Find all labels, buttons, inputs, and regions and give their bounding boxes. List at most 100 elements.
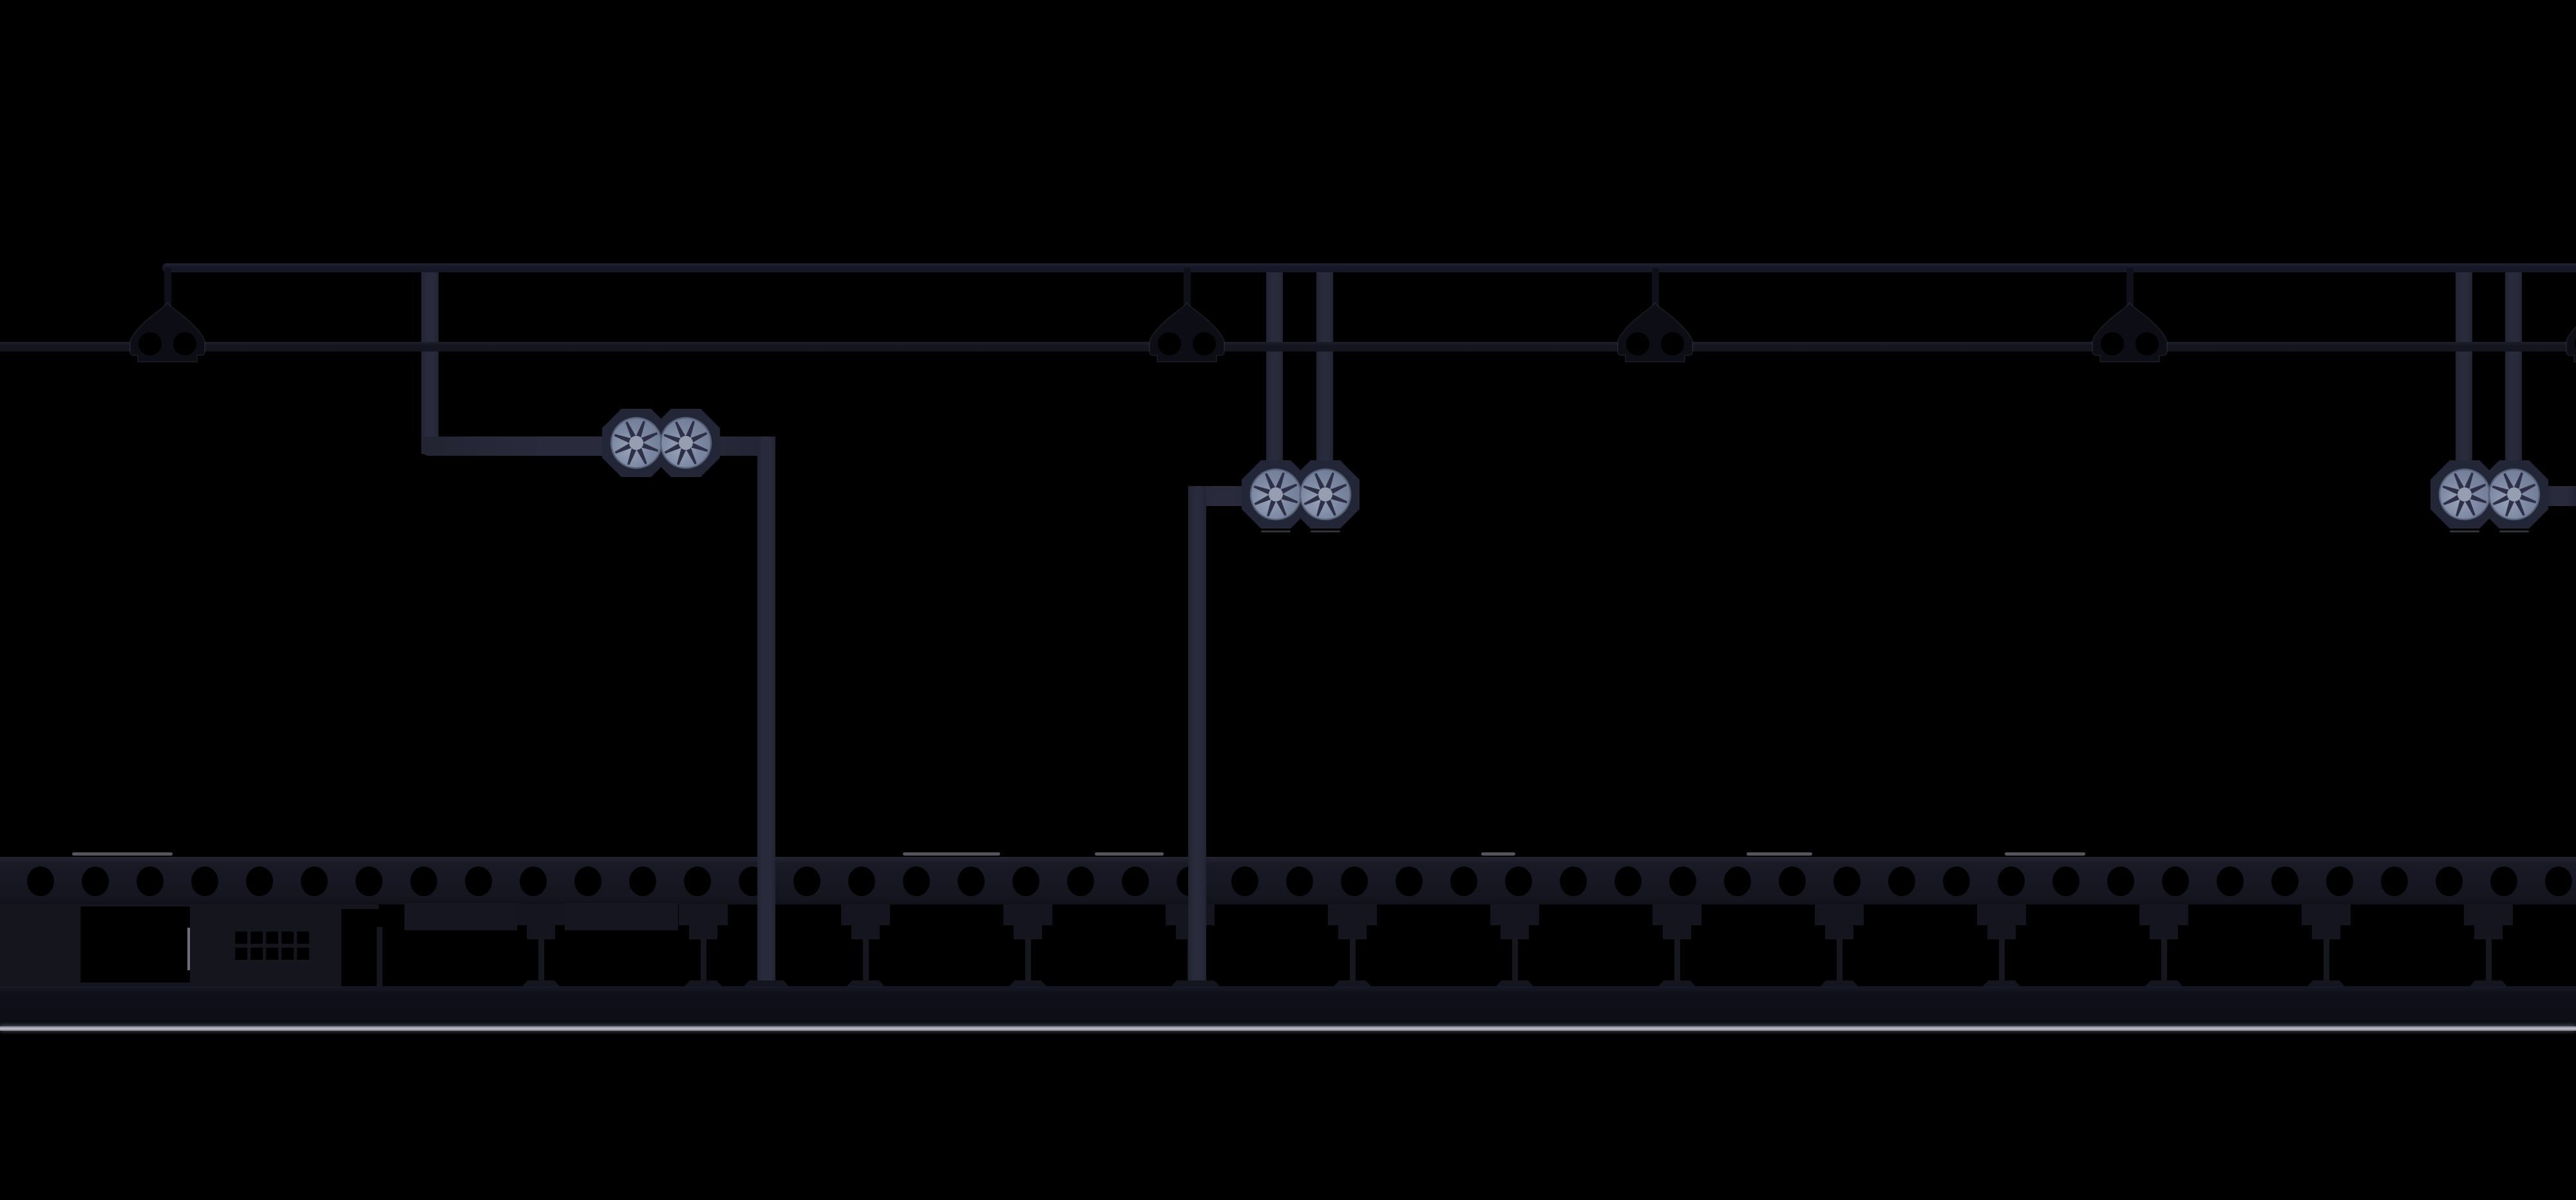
support-foot [1496, 980, 1533, 986]
shed-grid-hole [251, 948, 263, 960]
platform-hole [1012, 867, 1039, 896]
lamp-fixture [1149, 301, 1225, 362]
lamp-hole [1661, 332, 1684, 355]
pipe [2456, 272, 2472, 476]
lamp-hole [2101, 332, 2124, 355]
platform-hole [1998, 867, 2025, 896]
platform-hole [2052, 867, 2079, 896]
shed-grid-hole [297, 932, 309, 944]
under-band-strip [404, 903, 517, 930]
fan-underside-glint [2450, 530, 2479, 532]
support-rod [1511, 938, 1518, 986]
shed-grid-hole [251, 932, 263, 944]
support-foot [685, 980, 722, 986]
platform-hole [1122, 867, 1149, 896]
twin-fan-unit [602, 409, 720, 477]
platform-hole [1724, 867, 1751, 896]
lamp-body [1149, 301, 1225, 362]
fan-hub [2507, 487, 2521, 502]
support-bracket-step [2474, 925, 2503, 939]
lamp-stem [1651, 268, 1659, 306]
base-strip [0, 986, 2576, 1026]
platform-hole [1067, 867, 1094, 896]
fan-underside-glint [2499, 530, 2529, 532]
shed-opening [341, 909, 379, 986]
support-rod [2485, 938, 2492, 986]
platform-hole [793, 867, 820, 896]
support-rod [2161, 938, 2167, 986]
platform-hole [465, 867, 492, 896]
platform-hole [1505, 867, 1532, 896]
platform-hole [684, 867, 711, 896]
lamp-hole [1158, 332, 1181, 355]
platform-hole [629, 867, 656, 896]
fan-rotor [659, 417, 712, 469]
shed-grid-hole [235, 948, 247, 960]
support-bracket-step [841, 905, 890, 925]
platform-hole [2326, 867, 2353, 896]
shed-grid-hole [281, 932, 294, 944]
support-rod [538, 938, 544, 986]
platform-hole [191, 867, 218, 896]
platform-hole [1450, 867, 1477, 896]
platform-hole [355, 867, 383, 896]
support-foot [522, 980, 560, 986]
support-bracket-step [1490, 905, 1539, 925]
support-bracket-step [1501, 925, 1529, 939]
support-foot [1009, 980, 1046, 986]
support-bracket-step [1653, 905, 1701, 925]
shed-opening [80, 906, 190, 982]
support-bracket-step [1328, 905, 1377, 925]
platform-hole [520, 867, 547, 896]
shed-opening-highlight [187, 928, 190, 970]
support-foot [2307, 980, 2345, 986]
lamp-stem [1183, 268, 1191, 306]
platform-hole [2162, 867, 2189, 896]
platform-hole [301, 867, 328, 896]
support-bracket-step [1003, 905, 1052, 925]
shed-grid-hole [235, 932, 247, 944]
support-bracket-step [1825, 925, 1853, 939]
platform-hole [2107, 867, 2134, 896]
support-rod [1025, 938, 1031, 986]
support-bracket-step [2150, 925, 2178, 939]
platform-hole [1669, 867, 1696, 896]
fan-hub [679, 436, 693, 450]
platform-hole [1341, 867, 1368, 896]
platform-hole [2381, 867, 2408, 896]
support-foot [2145, 980, 2183, 986]
platform-hole [903, 867, 930, 896]
lamp-hole [1193, 332, 1216, 355]
platform-hole [1833, 867, 1861, 896]
shed-grid-hole [281, 948, 294, 960]
platform-hole [1231, 867, 1258, 896]
support-rod [700, 938, 706, 986]
support-rod [1674, 938, 1680, 986]
pipe [421, 272, 439, 454]
platform-hole [1615, 867, 1642, 896]
shed-grid-hole [266, 932, 278, 944]
support-bracket-step [1987, 925, 2016, 939]
platform-hole [1779, 867, 1806, 896]
platform-hole [1396, 867, 1423, 896]
fan-hub [629, 436, 643, 450]
support-bracket-step [1815, 905, 1864, 925]
lamp-fixture [2566, 326, 2576, 362]
lamp-stem [164, 268, 171, 306]
lamp-hole [138, 332, 162, 355]
support-bracket-step [516, 905, 565, 925]
platform-hole [1286, 867, 1313, 896]
pipe [421, 436, 775, 456]
platform-hole [574, 867, 601, 896]
lamp-stem [2126, 268, 2134, 306]
pipe-foot [1175, 980, 1220, 986]
lamp-fixture [129, 301, 205, 362]
support-bracket-step [1338, 925, 1367, 939]
platform-hole [246, 867, 273, 896]
platform-hole [82, 867, 109, 896]
lamp-hole [2136, 332, 2159, 355]
support-bracket-step [689, 925, 717, 939]
fan-rotor [1249, 468, 1302, 521]
platform-hole [137, 867, 164, 896]
